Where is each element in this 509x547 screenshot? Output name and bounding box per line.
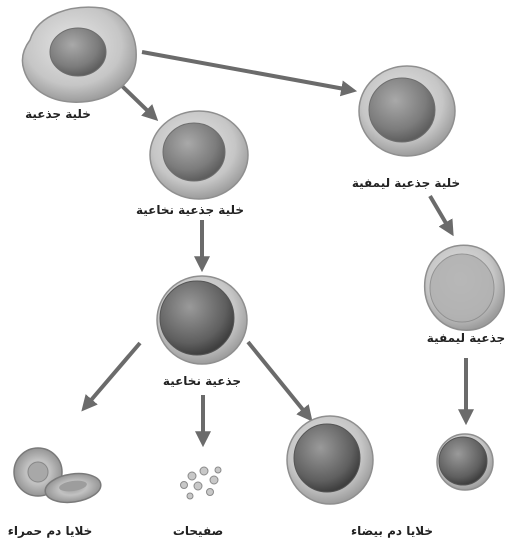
arrow-blast-to-rbc <box>86 343 140 406</box>
arrow-stem-to-lymphoid <box>142 52 350 90</box>
white-blood-cell-large-image <box>287 416 373 504</box>
red-blood-cells-image <box>14 448 103 506</box>
arrow-stem-to-myeloid <box>122 86 153 116</box>
label-myeloid-stem-cell: خلية جذعية نخاعية <box>136 203 244 217</box>
arrow-blast-to-wbc <box>248 342 308 416</box>
myeloid-stem-cell-image <box>150 111 248 199</box>
platelets-image <box>181 467 222 499</box>
label-platelets: صفيحات <box>173 524 223 538</box>
label-myeloid-blast: جذعية نخاعية <box>163 374 241 388</box>
label-lymphoid-stem-cell: خلية جذعية ليمفية <box>352 176 460 190</box>
white-blood-cell-small-image <box>437 434 493 490</box>
stem-cell-image <box>22 7 136 102</box>
label-stem-cell: خلية جذعية <box>25 107 91 121</box>
lymphoid-stem-cell-image <box>359 66 455 156</box>
myeloid-blast-image <box>157 276 247 364</box>
lymphoid-blast-image <box>425 245 505 330</box>
label-red-blood-cells: خلايا دم حمراء <box>8 524 93 538</box>
label-white-blood-cells: خلايا دم بيضاء <box>351 524 433 538</box>
arrow-lymphoid-to-blast <box>430 196 450 230</box>
label-lymphoid-blast: جذعية ليمفية <box>427 331 505 345</box>
